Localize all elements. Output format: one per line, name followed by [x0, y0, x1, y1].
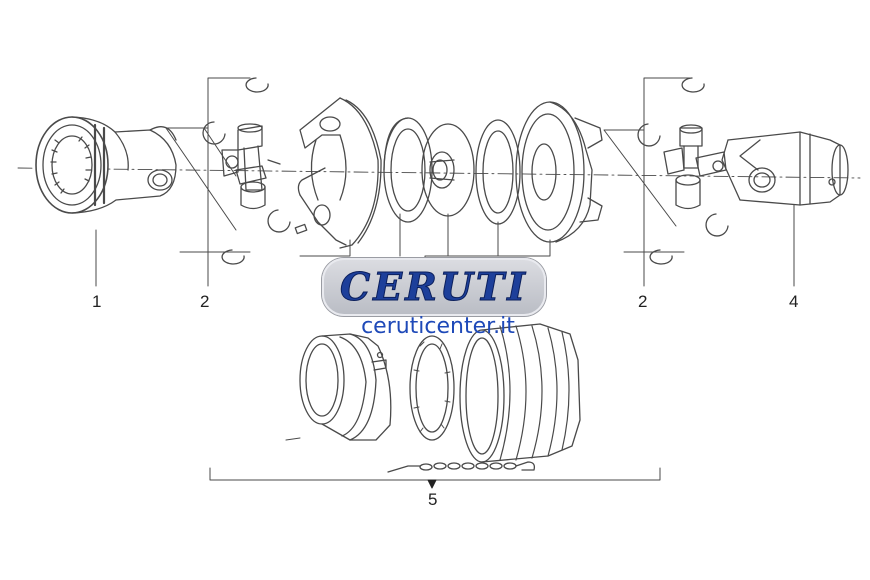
leader-callout-2-right [603, 77, 691, 287]
shaft-axis-line [17, 167, 861, 179]
leader-housing-group [299, 213, 551, 265]
callout-5: 5 [428, 490, 438, 509]
bearing-ring-part [409, 335, 455, 441]
safety-chain-part [387, 461, 536, 473]
leader-callout-5 [209, 467, 661, 481]
universal-cross-left [221, 123, 281, 210]
protection-bellows-part [459, 323, 581, 463]
plain-bore-yoke-part [721, 131, 849, 206]
universal-cross-right [663, 124, 727, 210]
callout-1: 1 [92, 292, 102, 311]
callout-2-right: 2 [638, 292, 648, 311]
callout-4: 4 [789, 292, 799, 311]
center-disc [421, 123, 475, 217]
flange-ring-2 [475, 119, 521, 225]
splined-yoke-part [35, 116, 177, 214]
flange-ring-1 [383, 117, 433, 223]
callout-2-left: 2 [200, 292, 210, 311]
guard-tube-part [285, 333, 392, 441]
wide-angle-housing-right [515, 101, 603, 243]
wide-angle-housing-left [297, 97, 382, 249]
website-watermark: ceruticenter.it [361, 314, 515, 339]
circlip-set-right [637, 77, 729, 265]
logo-wordmark: CERUTI [340, 264, 528, 310]
leader-callout-2-left [165, 77, 251, 287]
ceruti-logo-badge: CERUTI [322, 258, 546, 316]
